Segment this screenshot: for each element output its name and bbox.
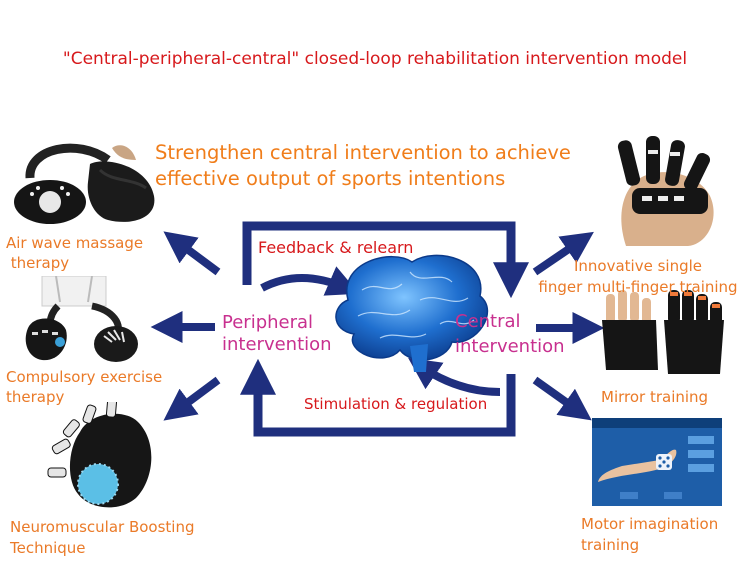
air-wave-line-2: therapy: [6, 254, 70, 272]
innovative-line-1: Innovative single: [573, 257, 702, 275]
central-line-1: Central: [455, 311, 521, 332]
brain-icon: [335, 254, 489, 372]
outward-arrows: [150, 231, 605, 421]
loop-frame: [240, 221, 529, 437]
central-intervention-label: Central intervention: [455, 309, 565, 359]
motor-line-2: training: [581, 536, 640, 554]
central-line-2: intervention: [455, 336, 565, 357]
peripheral-line-1: Peripheral: [222, 312, 314, 333]
neuromuscular-boosting-glove-icon: [47, 402, 152, 508]
air-wave-line-1: Air wave massage: [6, 234, 144, 252]
innovative-line-2: finger multi-finger training: [538, 278, 738, 296]
air-wave-massage-label: Air wave massage therapy: [6, 233, 143, 273]
mirror-training-gloves-icon: [602, 290, 724, 374]
peripheral-line-2: intervention: [222, 334, 332, 355]
neuromuscular-boosting-label: Neuromuscular Boosting Technique: [10, 517, 195, 559]
air-wave-massager-glove-icon: [14, 143, 155, 224]
compulsory-exercise-glove-icon: [25, 276, 138, 362]
heading: Strengthen central intervention to achie…: [155, 140, 571, 192]
compulsory-exercise-label: Compulsory exercise therapy: [6, 367, 162, 407]
bottom-loop-arrow: [240, 358, 516, 437]
feedback-curve-arrow: [260, 266, 360, 296]
arrow-to-air-wave: [163, 231, 221, 276]
motor-imagination-screen-icon: [592, 418, 722, 506]
robotic-finger-glove-icon: [617, 136, 714, 246]
peripheral-intervention-label: Peripheral intervention: [222, 312, 332, 356]
mirror-training-label: Mirror training: [601, 388, 709, 406]
arrow-to-motor-imagination: [532, 376, 592, 421]
motor-line-1: Motor imagination: [581, 515, 719, 533]
arrow-to-innovative: [532, 231, 594, 276]
top-loop-arrow: [242, 221, 529, 299]
compulsory-line-1: Compulsory exercise: [6, 368, 163, 386]
compulsory-line-2: therapy: [6, 388, 65, 406]
heading-line-2: effective output of sports intentions: [155, 167, 506, 190]
neuromuscular-line-1: Neuromuscular Boosting: [10, 518, 195, 536]
arrow-to-neuromuscular: [163, 376, 221, 421]
stimulation-label: Stimulation & regulation: [304, 395, 488, 413]
motor-imagination-label: Motor imagination training: [581, 514, 718, 556]
diagram-title: "Central-peripheral-central" closed-loop…: [62, 49, 688, 69]
feedback-label: Feedback & relearn: [258, 238, 414, 257]
innovative-finger-training-label: Innovative single finger multi-finger tr…: [528, 256, 748, 298]
heading-line-1: Strengthen central intervention to achie…: [155, 141, 571, 164]
stimulation-curve-arrow: [408, 357, 501, 396]
neuromuscular-line-2: Technique: [10, 539, 86, 557]
